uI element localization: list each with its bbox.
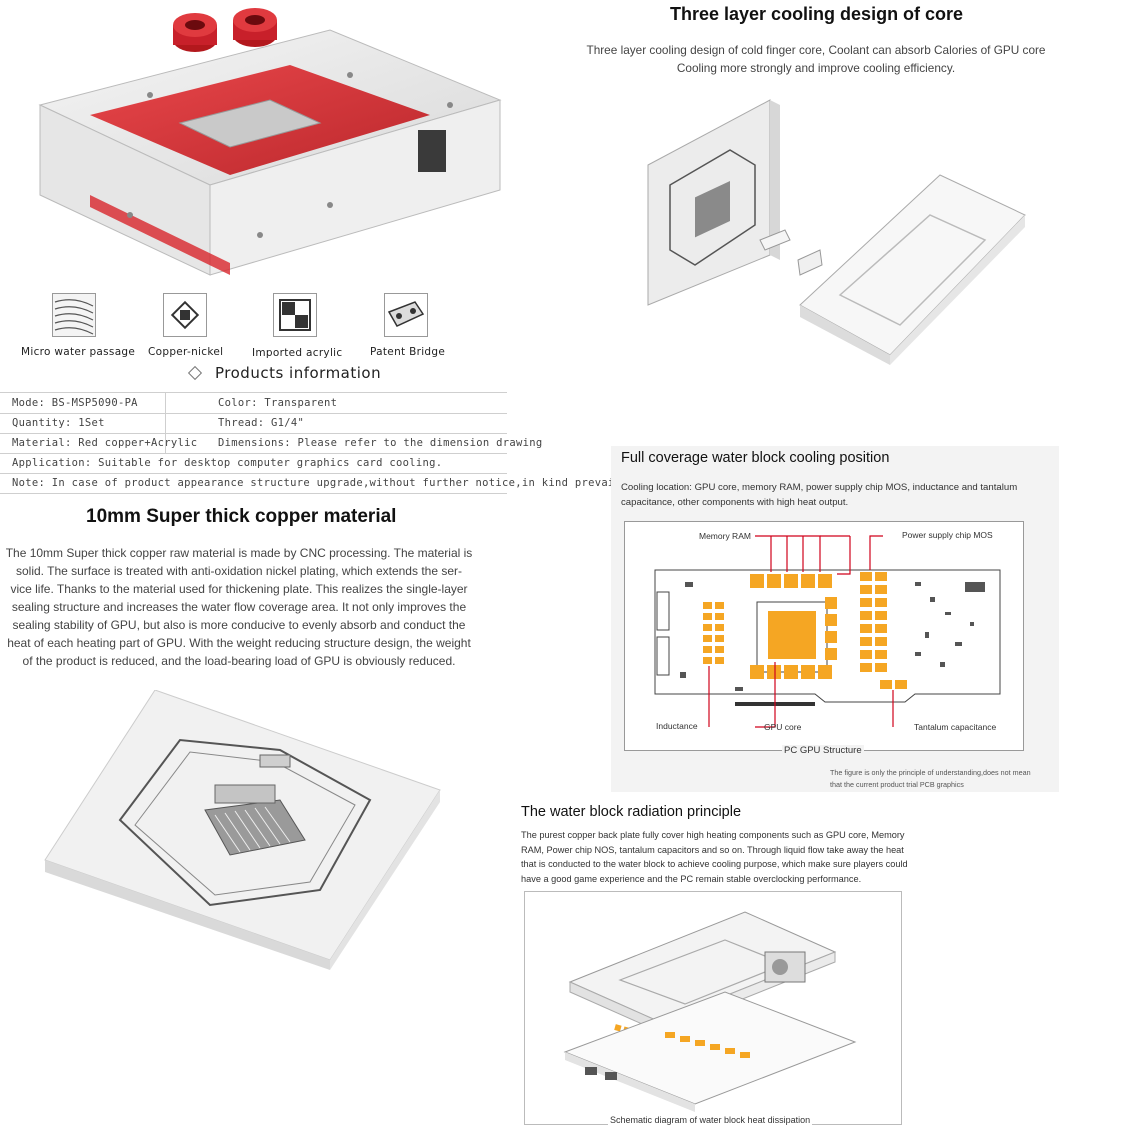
three-layer-title: Three layer cooling design of core [670,4,964,24]
imported-acrylic-icon [273,293,317,337]
body-line: have a good game experience and the PC r… [521,873,862,884]
feature-label: Copper-nickel [148,346,224,358]
copper-section-body: The 10mm Super thick copper raw material… [0,544,478,670]
feature-label: Patent Bridge [370,346,446,358]
patent-bridge-icon [384,293,428,337]
spec-row: Quantity: 1Set Thread: G1/4" [0,413,507,434]
spec-material: Material: Red copper+Acrylic [12,437,198,449]
body-line: vice life. Thanks to the material used f… [10,582,468,596]
copper-nickel-icon [163,293,207,337]
radiation-body: The purest copper back plate fully cover… [521,828,921,886]
spec-row: Note: In case of product appearance stru… [0,473,621,494]
coverage-body: Cooling location: GPU core, memory RAM, … [621,480,1051,510]
pc-gpu-structure-label: PC GPU Structure [782,745,864,756]
body-line: heat of each heating part of GPU. With t… [7,636,471,650]
callout-memory-ram: Memory RAM [699,531,751,541]
body-line: sealing stability of GPU, but also is mo… [12,618,466,632]
coverage-title: Full coverage water block cooling positi… [621,450,890,466]
body-line: The 10mm Super thick copper raw material… [5,546,473,560]
heat-dissipation-diagram [524,891,902,1125]
spec-application: Application: Suitable for desktop comput… [12,457,443,469]
body-line: Three layer cooling design of cold finge… [586,43,1046,57]
coverage-footnote: The figure is only the principle of unde… [830,767,1031,791]
body-line: Cooling location: GPU core, memory RAM, … [621,482,1018,493]
product-hero-image [30,5,510,285]
heat-dissipation-caption: Schematic diagram of water block heat di… [608,1115,813,1125]
spec-color: Color: Transparent [218,397,338,409]
spec-quantity: Quantity: 1Set [12,417,105,429]
copper-section-title: 10mm Super thick copper material [86,506,397,527]
footnote-line: that the current product trial PCB graph… [830,780,964,789]
copper-plate-image [40,689,445,970]
body-line: capacitance, other components with high … [621,497,849,508]
spec-note: Note: In case of product appearance stru… [12,477,622,489]
body-line: The purest copper back plate fully cover… [521,830,905,840]
spec-mode: Mode: BS-MSP5090-PA [12,397,138,409]
body-line: of the product is reduced, and the load-… [22,654,456,668]
feature-label: Imported acrylic [252,347,343,359]
spec-row: Application: Suitable for desktop comput… [0,453,507,474]
products-info-title: Products information [215,364,382,382]
callout-power-mos: Power supply chip MOS [902,530,993,540]
body-line: Cooling more strongly and improve coolin… [676,61,956,75]
callout-inductance: Inductance [656,721,698,731]
spec-dimensions: Dimensions: Please refer to the dimensio… [218,437,543,449]
three-layer-exploded-image [640,95,1040,435]
footnote-line: The figure is only the principle of unde… [830,768,1031,777]
three-layer-body: Three layer cooling design of cold finge… [560,41,1072,77]
body-line: sealing structure and increases the wate… [11,600,467,614]
spec-row: Material: Red copper+Acrylic Dimensions:… [0,433,542,454]
callout-gpu-core: GPU core [764,722,802,732]
diamond-icon [187,365,203,381]
micro-water-passage-icon [52,293,96,337]
feature-label: Micro water passage [21,346,136,358]
body-line: that is conducted to the water block to … [521,859,908,869]
body-line: RAM, Power chip NOS, tantalum capacitors… [521,844,904,855]
callout-tantalum: Tantalum capacitance [914,722,997,732]
pcb-diagram [624,521,1024,751]
spec-thread: Thread: G1/4" [218,417,305,429]
spec-row: Mode: BS-MSP5090-PA Color: Transparent [0,393,507,414]
body-line: solid. The surface is treated with anti-… [15,564,462,578]
radiation-title: The water block radiation principle [521,804,742,820]
